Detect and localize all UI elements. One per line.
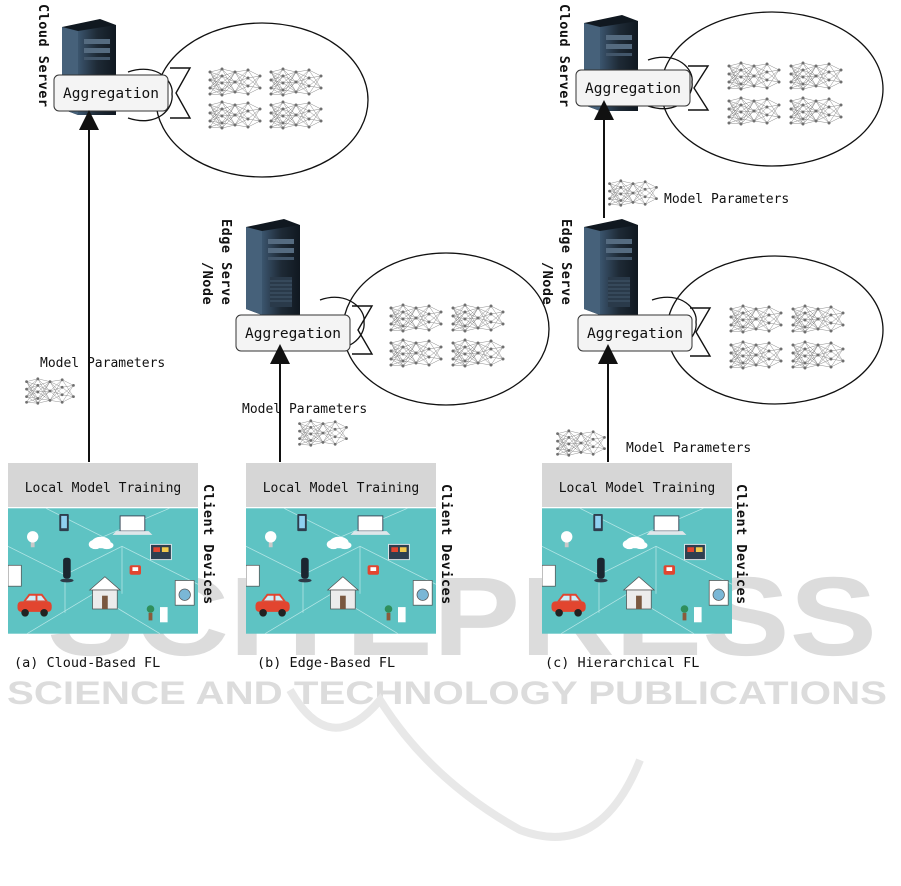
caption: (a) Cloud-Based FL <box>14 655 160 671</box>
client-devices-label: Client Devices <box>438 484 454 605</box>
sum-bracket <box>688 65 710 111</box>
local-training-bar <box>246 463 436 507</box>
aggregation-label: Aggregation <box>63 86 159 102</box>
aggregation-box <box>53 74 169 112</box>
edge-server-label: Edge Serve <box>558 219 574 305</box>
cloud-server-label: Cloud Server <box>556 4 572 108</box>
panel-edge-based: Edge Serve /Node Aggregation Model Param… <box>199 218 550 671</box>
aggregation-box <box>235 314 351 352</box>
edge-server-label-line2: /Node <box>539 262 555 305</box>
client-devices-label: Client Devices <box>200 484 216 605</box>
sum-bracket <box>690 307 712 357</box>
neural-network-icon <box>389 303 443 333</box>
local-training-label: Local Model Training <box>559 481 716 496</box>
neural-network-icon <box>451 303 505 333</box>
aggregation-label: Aggregation <box>587 326 683 342</box>
sum-bracket <box>170 67 192 119</box>
model-parameters-label: Model Parameters <box>40 356 165 371</box>
client-devices-illustration <box>8 507 198 635</box>
model-parameters-label: Model Parameters <box>626 441 751 456</box>
watermark-subtitle: SCIENCE AND TECHNOLOGY PUBLICATIONS <box>7 675 887 711</box>
neural-network-icon <box>791 340 845 370</box>
cloud-server-label: Cloud Server <box>35 4 51 108</box>
neural-network-icon <box>269 67 323 97</box>
model-parameters-label: Model Parameters <box>664 192 789 207</box>
local-training-label: Local Model Training <box>25 481 182 496</box>
neural-network-icon <box>297 418 349 448</box>
local-training-bar <box>8 463 198 507</box>
neural-network-icon <box>791 304 845 334</box>
neural-network-icon <box>727 61 781 91</box>
panel-cloud-based: Cloud Server Aggregation Model Parameter… <box>8 4 369 671</box>
neural-network-icon <box>208 100 262 130</box>
model-parameters-label: Model Parameters <box>242 402 367 417</box>
neural-network-icon <box>269 100 323 130</box>
neural-network-icon <box>729 340 783 370</box>
neural-network-icon <box>727 96 781 126</box>
aggregation-box <box>577 314 693 352</box>
local-training-bar <box>542 463 732 507</box>
neural-network-icon <box>607 178 659 208</box>
panel-hierarchical: Cloud Server Aggregation Model Parameter… <box>539 4 884 671</box>
neural-network-icon <box>789 96 843 126</box>
client-devices-illustration <box>542 507 732 635</box>
model-pool-ellipse <box>342 252 550 406</box>
neural-network-icon <box>451 338 505 368</box>
aggregation-label: Aggregation <box>585 81 681 97</box>
neural-network-icon <box>555 428 607 458</box>
sum-bracket <box>352 305 374 355</box>
edge-server-icon <box>245 218 301 316</box>
neural-network-icon <box>389 338 443 368</box>
client-devices-illustration <box>246 507 436 635</box>
model-pool-ellipse <box>155 22 369 178</box>
client-devices-label: Client Devices <box>733 484 749 605</box>
neural-network-icon <box>789 61 843 91</box>
neural-network-icon <box>24 376 76 406</box>
local-training-label: Local Model Training <box>263 481 420 496</box>
caption: (b) Edge-Based FL <box>257 655 395 671</box>
edge-server-icon <box>583 218 639 316</box>
edge-server-label-line2: /Node <box>199 262 215 305</box>
aggregation-box <box>575 69 691 107</box>
edge-server-label: Edge Serve <box>218 219 234 305</box>
neural-network-icon <box>208 67 262 97</box>
aggregation-label: Aggregation <box>245 326 341 342</box>
caption: (c) Hierarchical FL <box>545 655 699 671</box>
neural-network-icon <box>729 304 783 334</box>
model-pool-ellipse <box>666 255 884 405</box>
